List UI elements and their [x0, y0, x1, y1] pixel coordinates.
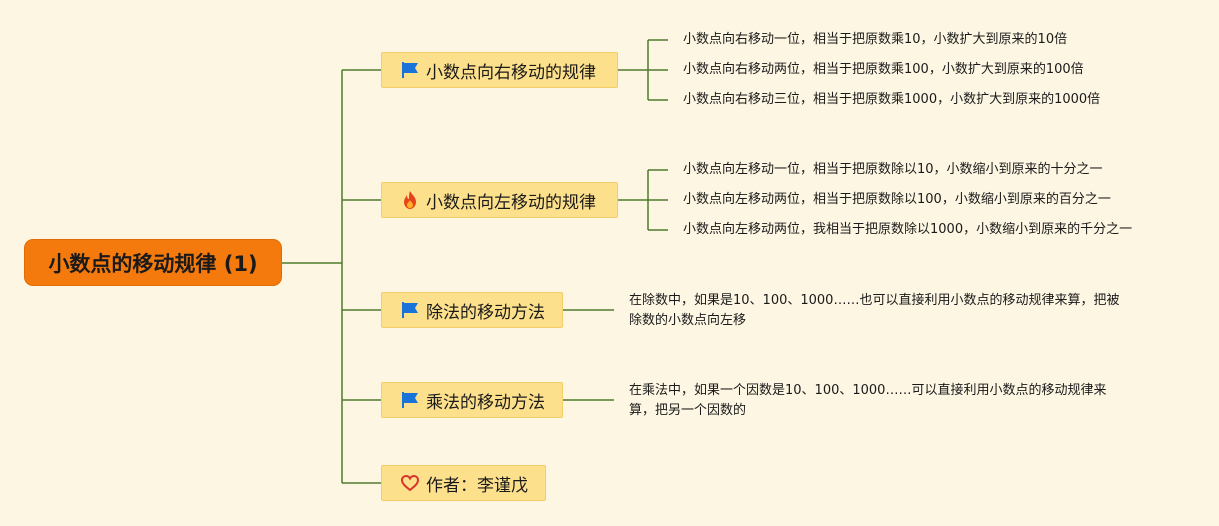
branch-label: 乘法的移动方法 [426, 392, 545, 413]
branch-multiplication-method[interactable]: 乘法的移动方法 [381, 382, 563, 418]
leaf-item[interactable]: 小数点向右移动三位，相当于把原数乘1000，小数扩大到原来的1000倍 [683, 92, 1101, 107]
branch-label: 除法的移动方法 [426, 302, 545, 323]
branch-move-left[interactable]: 小数点向左移动的规律 [381, 182, 618, 218]
branch-division-method[interactable]: 除法的移动方法 [381, 292, 563, 328]
blue-flag-icon [400, 300, 420, 320]
branch-label: 小数点向左移动的规律 [426, 192, 596, 213]
fire-icon [400, 190, 420, 210]
leaf-item[interactable]: 小数点向左移动两位，相当于把原数除以100，小数缩小到原来的百分之一 [683, 192, 1111, 207]
branch-label: 作者：李谨戊 [426, 475, 528, 496]
heart-outline-icon [400, 473, 420, 493]
note-text[interactable]: 在除数中，如果是10、100、1000……也可以直接利用小数点的移动规律来算，把… [629, 293, 1120, 328]
leaf-item[interactable]: 小数点向右移动两位，相当于把原数乘100，小数扩大到原来的100倍 [683, 62, 1084, 77]
leaf-item[interactable]: 小数点向右移动一位，相当于把原数乘10，小数扩大到原来的10倍 [683, 32, 1068, 47]
branch-author[interactable]: 作者：李谨戊 [381, 465, 546, 501]
branch-label: 小数点向右移动的规律 [426, 62, 596, 83]
root-topic-label: 小数点的移动规律 (1) [48, 251, 258, 276]
note-text[interactable]: 在乘法中，如果一个因数是10、100、1000……可以直接利用小数点的移动规律来… [629, 383, 1107, 418]
branch-move-right[interactable]: 小数点向右移动的规律 [381, 52, 618, 88]
leaf-item[interactable]: 小数点向左移动一位，相当于把原数除以10，小数缩小到原来的十分之一 [683, 162, 1103, 177]
root-topic[interactable]: 小数点的移动规律 (1) [25, 240, 281, 285]
blue-flag-icon [400, 390, 420, 410]
leaf-item[interactable]: 小数点向左移动两位，我相当于把原数除以1000，小数缩小到原来的千分之一 [683, 222, 1133, 237]
blue-flag-icon [400, 60, 420, 80]
